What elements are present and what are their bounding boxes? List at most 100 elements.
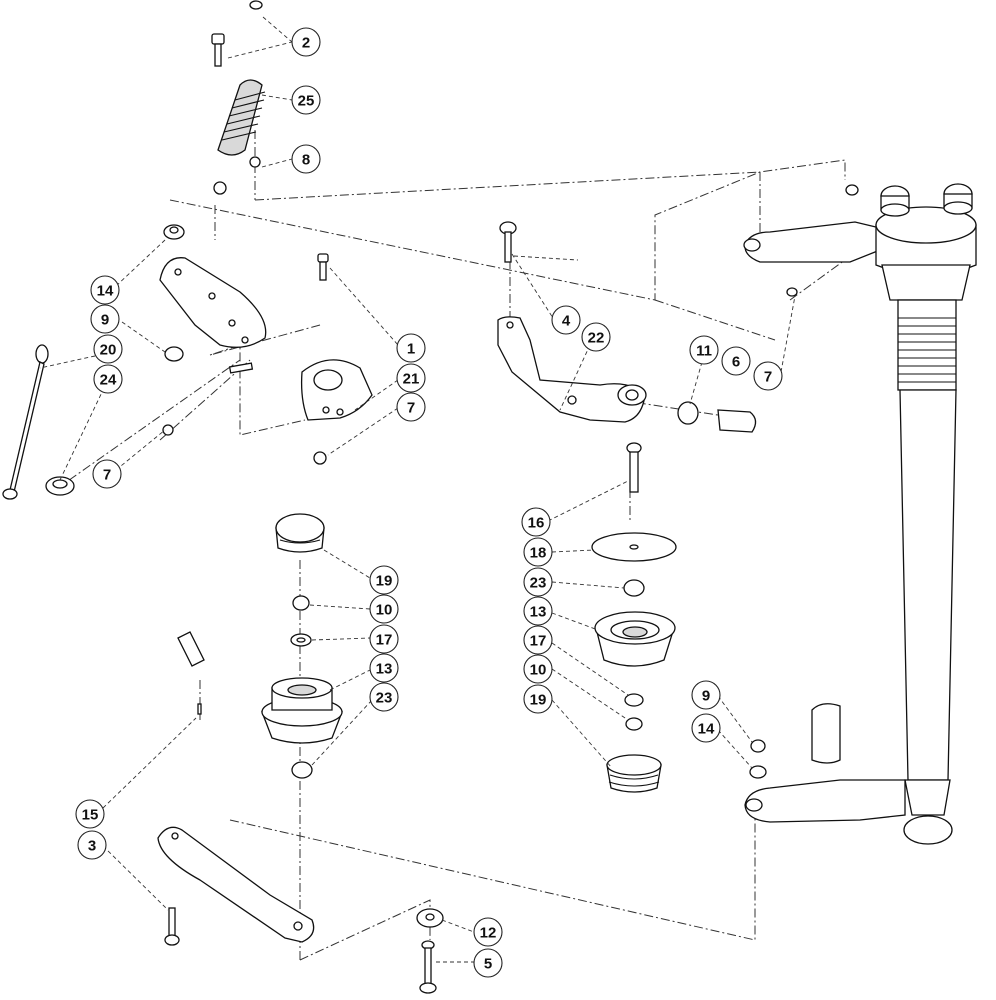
callout-7: 7 [396, 392, 426, 422]
bolt-3 [164, 907, 180, 946]
plate-left [159, 257, 267, 348]
callout-label: 25 [298, 93, 315, 110]
callout-label: 17 [530, 633, 547, 650]
callout-13: 13 [523, 596, 553, 626]
callout-leaders [39, 16, 796, 963]
callout-label: 20 [100, 342, 117, 359]
callout-21: 21 [396, 363, 426, 393]
callout-8: 8 [291, 144, 321, 174]
callout-10: 10 [369, 594, 399, 624]
callout-label: 14 [698, 721, 715, 738]
bolt-4 [499, 221, 517, 263]
callout-label: 7 [407, 400, 415, 417]
assembly-outline-lines [54, 130, 846, 961]
callout-label: 21 [403, 371, 420, 388]
pin-20 [2, 344, 49, 500]
callout-11: 11 [689, 335, 719, 365]
bolt-16 [626, 442, 642, 493]
callout-label: 11 [696, 343, 712, 360]
callout-label: 18 [530, 545, 547, 562]
callout-12: 12 [473, 917, 503, 947]
callout-22: 22 [581, 322, 611, 352]
callout-3: 3 [77, 830, 107, 860]
bushing-11 [677, 401, 757, 433]
arm-22 [497, 316, 647, 423]
callout-label: 7 [103, 467, 111, 484]
callout-label: 9 [702, 688, 710, 705]
key-15 [177, 631, 205, 715]
callout-label: 14 [97, 283, 114, 300]
washer-12 [416, 908, 444, 928]
callout-label: 5 [484, 956, 492, 973]
spring-25 [217, 79, 266, 156]
bearing-13-right [594, 611, 676, 667]
callout-1: 1 [396, 333, 426, 363]
main-shaft [743, 183, 977, 845]
callout-20: 20 [93, 334, 123, 364]
callout-15: 15 [75, 799, 105, 829]
bearing-13-left [261, 677, 343, 744]
bolt-top-2 [211, 0, 263, 67]
callout-25: 25 [291, 85, 321, 115]
callout-label: 1 [407, 341, 415, 358]
washers-10-17-right [624, 693, 644, 731]
callout-label: 13 [376, 661, 393, 678]
callout-4: 4 [551, 305, 581, 335]
nut-23-right [623, 579, 645, 597]
callout-17: 17 [523, 625, 553, 655]
callout-16: 16 [521, 507, 551, 537]
callout-13: 13 [369, 653, 399, 683]
callout-14: 14 [90, 275, 120, 305]
bolt-5 [419, 940, 437, 994]
callout-label: 2 [302, 35, 310, 52]
callout-label: 12 [480, 925, 497, 942]
callout-label: 3 [88, 838, 96, 855]
callout-label: 23 [530, 575, 547, 592]
callout-9: 9 [691, 680, 721, 710]
callout-10: 10 [523, 654, 553, 684]
callout-label: 17 [376, 632, 393, 649]
callout-23: 23 [369, 682, 399, 712]
callout-17: 17 [369, 624, 399, 654]
washers-10-17-left [290, 595, 312, 647]
callout-7: 7 [753, 361, 783, 391]
callout-9: 9 [90, 304, 120, 334]
callout-19: 19 [523, 684, 553, 714]
washer-14-left [163, 224, 185, 240]
callout-6: 6 [721, 346, 751, 376]
callout-5: 5 [473, 948, 503, 978]
callout-label: 7 [764, 369, 772, 386]
callout-label: 19 [376, 573, 393, 590]
callout-label: 10 [530, 662, 547, 679]
cap-19-left [275, 513, 325, 553]
callout-label: 4 [562, 313, 571, 330]
callout-19: 19 [369, 565, 399, 595]
callout-label: 15 [82, 807, 99, 824]
callout-label: 24 [100, 372, 117, 389]
bracket-21 [300, 359, 373, 421]
callout-label: 23 [376, 690, 393, 707]
lever-bottom [157, 826, 315, 943]
callout-2: 2 [291, 27, 321, 57]
callout-label: 9 [101, 312, 109, 329]
small-parts-left [162, 253, 329, 465]
callout-label: 16 [528, 515, 545, 532]
callout-label: 8 [302, 152, 310, 169]
right-small-parts [749, 287, 798, 779]
cap-19-right [606, 754, 662, 793]
callout-label: 6 [732, 354, 740, 371]
nut-23-left [291, 761, 313, 779]
callout-label: 13 [530, 604, 547, 621]
callout-14: 14 [691, 713, 721, 743]
callout-label: 22 [588, 330, 605, 347]
callout-label: 10 [376, 602, 393, 619]
nut-9-left [164, 346, 184, 362]
disk-18 [591, 532, 677, 562]
callout-18: 18 [523, 537, 553, 567]
callout-7: 7 [92, 459, 122, 489]
clip-24 [45, 476, 75, 496]
callout-label: 19 [530, 692, 547, 709]
callout-23: 23 [523, 567, 553, 597]
nuts-8 [213, 156, 261, 195]
